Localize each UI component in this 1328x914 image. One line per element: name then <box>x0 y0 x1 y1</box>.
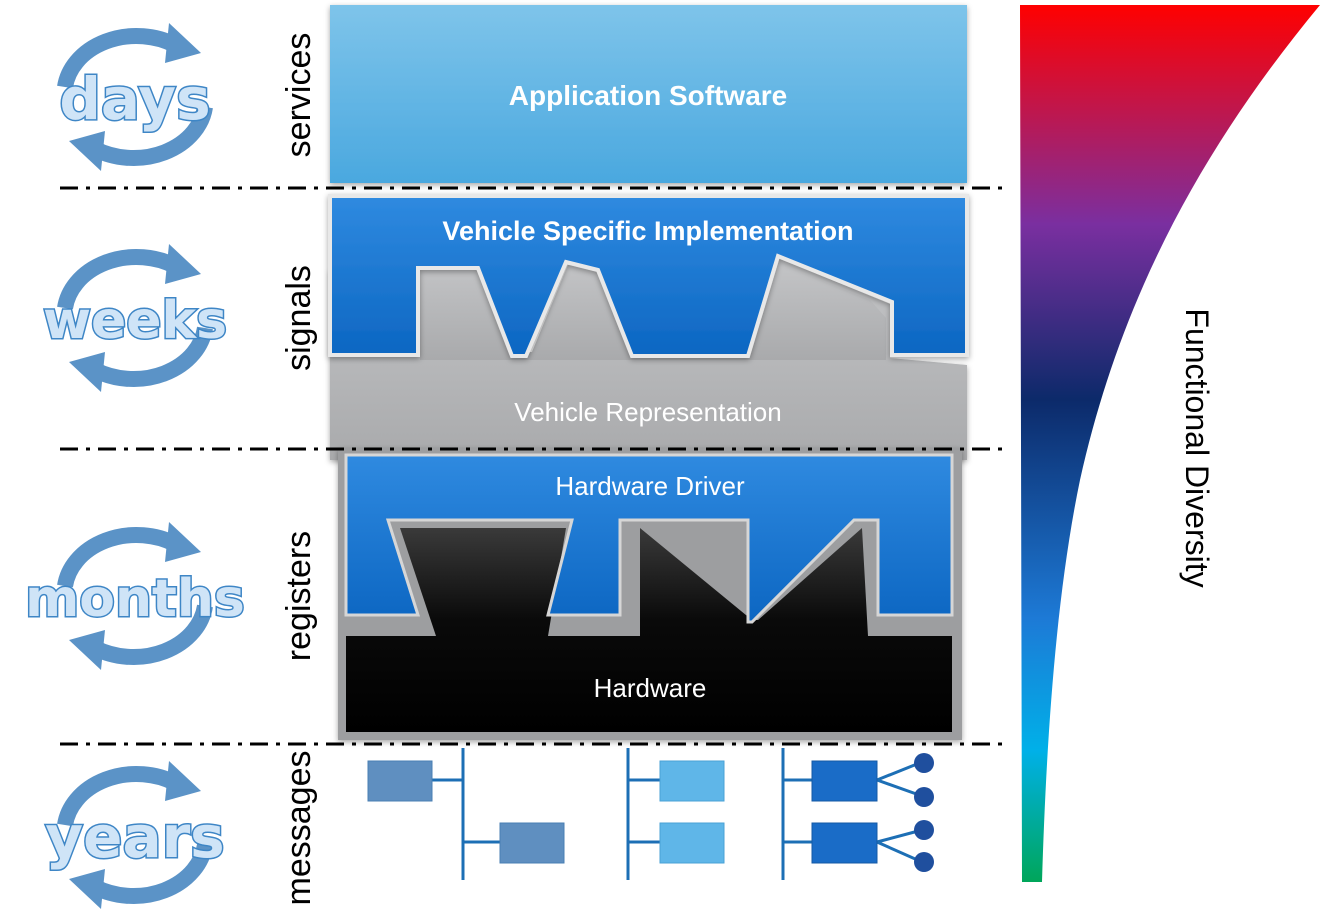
sensor-node <box>914 753 934 773</box>
ecu-node <box>811 760 878 802</box>
vehicle-representation-label: Vehicle Representation <box>514 397 781 427</box>
level-label-signals: signals <box>280 265 318 371</box>
cycle-label-weeks: weeks <box>43 291 227 351</box>
level-dividers <box>60 186 1003 746</box>
sensor-node <box>914 787 934 807</box>
cycle-label-years: years <box>45 803 224 871</box>
functional-diversity-wedge <box>1020 5 1320 882</box>
ecu-node <box>499 822 565 864</box>
cycle-label-days: days <box>59 65 210 133</box>
application-software-label: Application Software <box>509 80 787 111</box>
vehicle-specific-label: Vehicle Specific Implementation <box>442 216 853 246</box>
cycle-icon-days: days <box>59 23 210 171</box>
cycle-icon-weeks: weeks <box>41 244 229 392</box>
sensor-node <box>914 852 934 872</box>
level-label-registers: registers <box>280 531 318 661</box>
cycle-icon-months: months <box>24 522 246 670</box>
vehicle-specific-layer <box>328 194 969 358</box>
cycle-label-months: months <box>25 569 245 629</box>
application-software-layer <box>330 5 967 183</box>
ecu-node <box>367 760 433 802</box>
bus-network <box>367 748 934 880</box>
hardware-layer <box>346 528 952 732</box>
hardware-driver-layer <box>344 453 954 624</box>
hardware-label: Hardware <box>594 673 707 703</box>
level-label-services: services <box>280 33 318 158</box>
hardware-driver-label: Hardware Driver <box>555 471 745 501</box>
level-label-messages: messages <box>280 751 318 906</box>
ecu-node <box>659 760 725 802</box>
ecu-node <box>659 822 725 864</box>
cycle-icon-years: years <box>44 761 226 909</box>
ecu-node <box>811 822 878 864</box>
sensor-node <box>914 820 934 840</box>
functional-diversity-label: Functional Diversity <box>1179 308 1215 587</box>
